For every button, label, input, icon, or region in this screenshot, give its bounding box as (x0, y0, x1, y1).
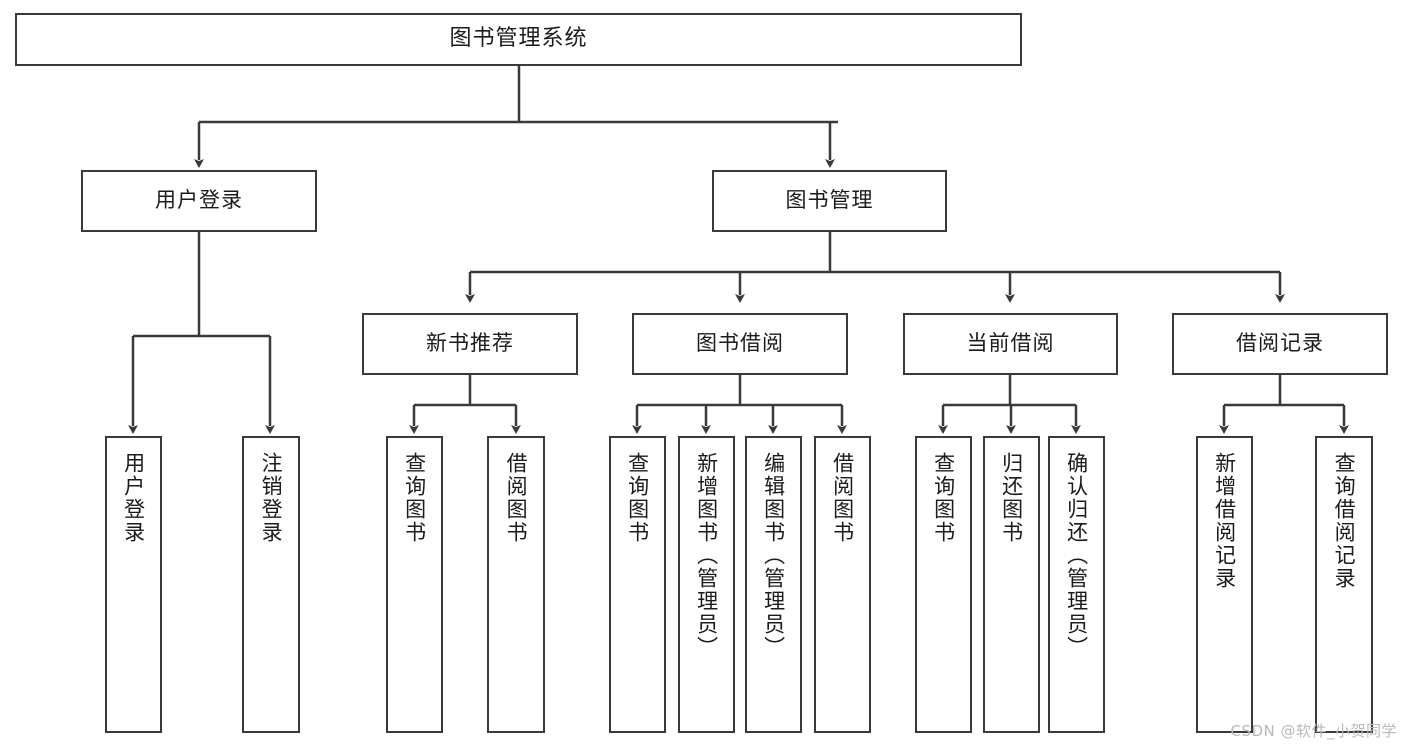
node-label: 借阅记录 (1236, 331, 1324, 356)
leaf-label: 查询图书 (402, 452, 427, 544)
leaf-label: 查询图书 (625, 452, 650, 544)
leaf-label: 编辑图书（管理员） (761, 452, 786, 659)
leaf-node[interactable]: 新增借阅记录 (1196, 436, 1253, 733)
leaf-node[interactable]: 归还图书 (983, 436, 1040, 733)
node-label: 新书推荐 (426, 331, 514, 356)
node-label: 图书借阅 (696, 331, 784, 356)
node-user-login[interactable]: 用户登录 (81, 170, 317, 232)
leaf-label: 查询借阅记录 (1332, 452, 1357, 590)
leaf-node[interactable]: 编辑图书（管理员） (745, 436, 802, 733)
node-root[interactable]: 图书管理系统 (15, 13, 1022, 66)
leaf-node[interactable]: 查询图书 (609, 436, 666, 733)
leaf-label: 借阅图书 (830, 452, 855, 544)
leaf-node[interactable]: 新增图书（管理员） (678, 436, 735, 733)
leaf-label: 用户登录 (121, 452, 146, 544)
leaf-node[interactable]: 查询借阅记录 (1315, 436, 1373, 733)
watermark: CSDN @软件_小贺同学 (1230, 722, 1397, 740)
leaf-label: 归还图书 (999, 452, 1024, 544)
node-borrow-record[interactable]: 借阅记录 (1172, 313, 1388, 375)
node-new-book-recommend[interactable]: 新书推荐 (362, 313, 578, 375)
node-book-management[interactable]: 图书管理 (712, 170, 947, 232)
leaf-node[interactable]: 借阅图书 (487, 436, 545, 733)
node-current-borrow[interactable]: 当前借阅 (903, 313, 1118, 375)
leaf-label: 新增图书（管理员） (694, 452, 719, 659)
leaf-node[interactable]: 确认归还（管理员） (1048, 436, 1105, 733)
leaf-label: 借阅图书 (504, 452, 529, 544)
node-label: 用户登录 (155, 188, 243, 213)
leaf-label: 确认归还（管理员） (1064, 452, 1089, 659)
leaf-label: 查询图书 (931, 452, 956, 544)
leaf-node[interactable]: 查询图书 (386, 436, 443, 733)
leaf-node[interactable]: 查询图书 (915, 436, 972, 733)
node-label: 图书管理 (785, 188, 874, 213)
node-root-label: 图书管理系统 (449, 26, 588, 52)
leaf-node[interactable]: 借阅图书 (814, 436, 871, 733)
node-book-borrow[interactable]: 图书借阅 (632, 313, 848, 375)
node-label: 当前借阅 (966, 331, 1055, 356)
leaf-node[interactable]: 注销登录 (242, 436, 300, 733)
leaf-label: 新增借阅记录 (1212, 452, 1237, 590)
leaf-node[interactable]: 用户登录 (105, 436, 162, 733)
leaf-label: 注销登录 (259, 452, 284, 544)
